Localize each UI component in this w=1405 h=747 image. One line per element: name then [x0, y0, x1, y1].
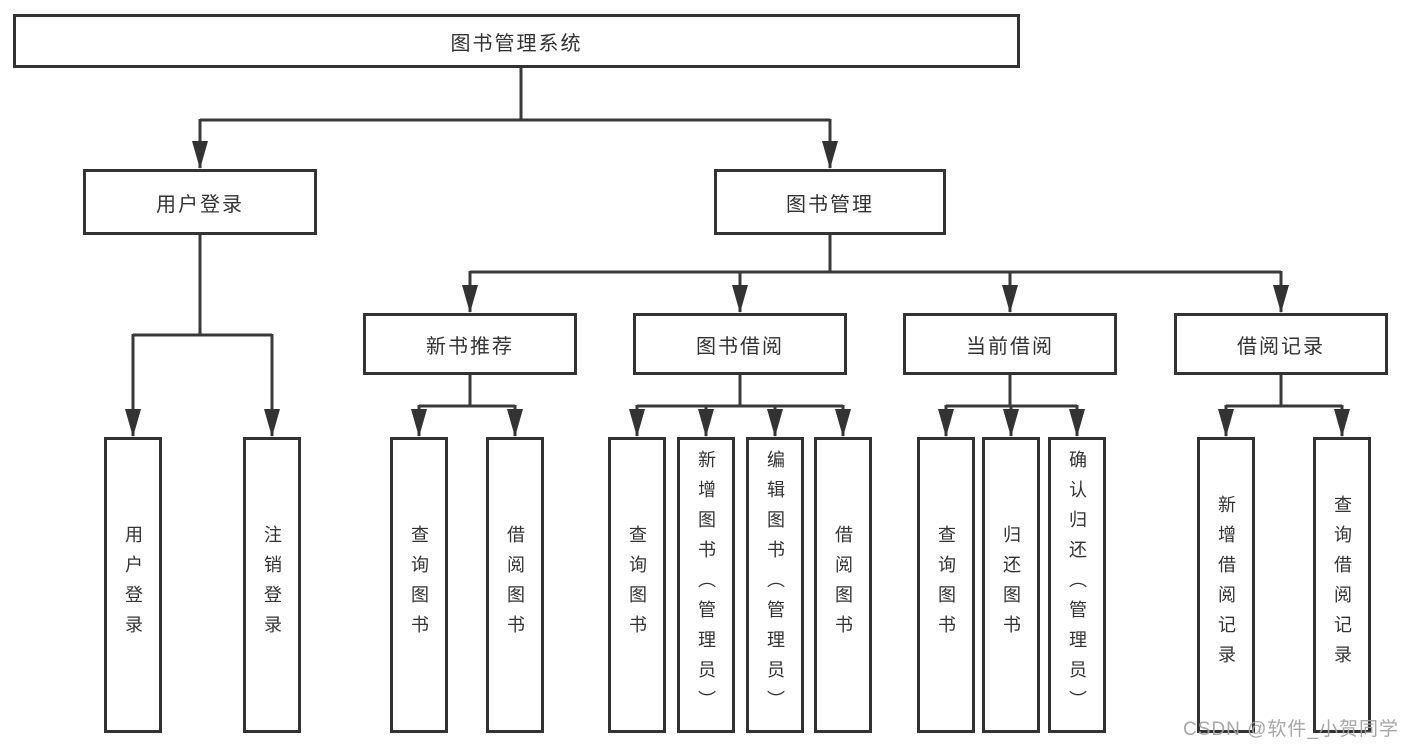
node-book-management: 图书管理 — [714, 169, 946, 235]
connector-new-book-recommend — [411, 375, 523, 437]
connector-user-login — [125, 235, 280, 437]
leaf-query-books-2: 查询图书 — [608, 437, 666, 733]
leaf-borrow-books-1: 借阅图书 — [486, 437, 544, 733]
node-book-borrow: 图书借阅 — [633, 313, 847, 375]
connector-root — [192, 68, 838, 169]
leaf-query-books-3: 查询图书 — [917, 437, 975, 733]
leaf-return-book: 归还图书 — [982, 437, 1040, 733]
connector-book-borrow — [629, 375, 851, 437]
leaf-add-borrow-record: 新增借阅记录 — [1197, 437, 1255, 733]
leaf-borrow-books-2: 借阅图书 — [814, 437, 872, 733]
leaf-query-books-1: 查询图书 — [390, 437, 448, 733]
connector-borrow-records — [1218, 375, 1350, 437]
connector-book-management — [462, 235, 1289, 313]
leaf-confirm-return-admin: 确认归还（管理员） — [1048, 437, 1106, 733]
csdn-watermark: CSDN @软件_小贺同学 — [1183, 719, 1399, 740]
leaf-user-login: 用户登录 — [104, 437, 162, 733]
node-new-book-recommend: 新书推荐 — [363, 313, 577, 375]
connector-current-borrow — [938, 375, 1085, 437]
leaf-logout: 注销登录 — [243, 437, 301, 733]
node-borrow-records: 借阅记录 — [1174, 313, 1388, 375]
leaf-query-borrow-record: 查询借阅记录 — [1313, 437, 1371, 733]
node-current-borrow: 当前借阅 — [903, 313, 1117, 375]
leaf-add-book-admin: 新增图书（管理员） — [677, 437, 735, 733]
node-root-system: 图书管理系统 — [13, 14, 1020, 68]
leaf-edit-book-admin: 编辑图书（管理员） — [746, 437, 804, 733]
node-user-login: 用户登录 — [83, 169, 317, 235]
